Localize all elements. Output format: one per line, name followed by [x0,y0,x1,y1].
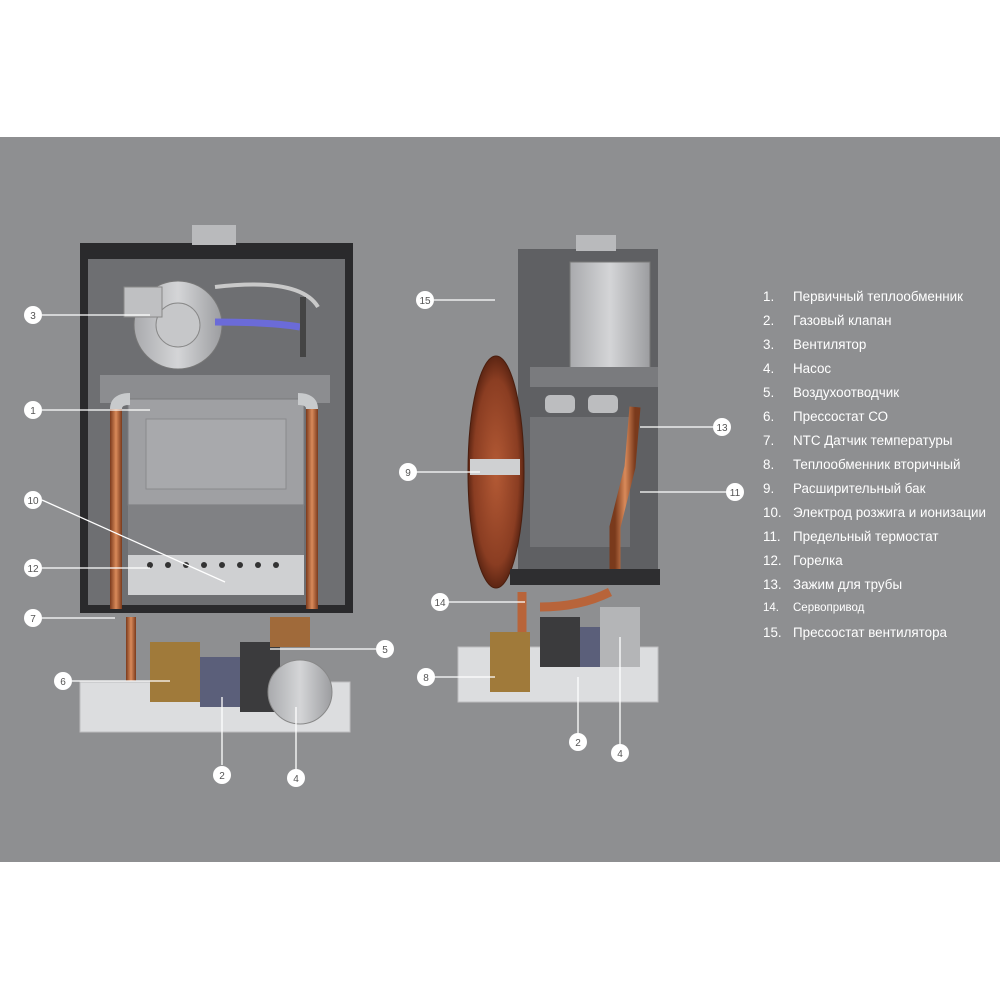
legend-label: NTC Датчик температуры [793,433,953,448]
callout-label: 14 [434,598,446,609]
callout-label: 1 [30,406,36,417]
legend-item: 1. Первичный теплообменник [763,288,998,305]
legend-label: Зажим для трубы [793,577,903,592]
callout-side-11: 11 [726,483,744,501]
legend-label: Прессостат вентилятора [793,625,947,640]
callout-label: 2 [219,771,225,782]
legend-number: 1. [763,289,775,304]
side-view [457,235,660,703]
legend-number: 12. [763,553,782,568]
callout-label: 11 [730,488,741,499]
legend-label: Сервопривод [793,602,865,614]
front-view [79,225,353,733]
callout-side-9: 9 [399,463,417,481]
flue-top [192,225,236,245]
component-legend: 1. Первичный теплообменник 2. Газовый клап… [763,288,998,648]
legend-number: 9. [763,481,775,496]
callout-front-6: 6 [54,672,72,690]
legend-number: 15. [763,625,782,640]
callout-label: 5 [382,645,388,656]
legend-item: 6. Прессостат СО [763,408,998,425]
callout-label: 4 [293,774,299,785]
legend-item: 5. Воздухоотводчик [763,384,998,401]
legend-number: 2. [763,313,775,328]
callout-front-1: 1 [24,401,42,419]
legend-item: 8. Теплообменник вторичный [763,456,998,473]
legend-number: 11. [763,529,781,544]
callout-front-12: 12 [24,559,42,577]
legend-item: 3. Вентилятор [763,336,998,353]
legend-item: 11. Предельный термостат [763,528,998,545]
legend-label: Насос [793,361,832,376]
legend-item: 9. Расширительный бак [763,480,998,497]
callout-front-4: 4 [287,769,305,787]
callout-label: 9 [405,468,411,479]
callout-label: 15 [419,296,431,307]
pump [267,659,333,725]
legend-label: Теплообменник вторичный [793,457,961,472]
legend-item: 4. Насос [763,360,998,377]
legend-number: 3. [763,337,775,352]
callout-side-15: 15 [416,291,434,309]
legend-item: 12. Горелка [763,552,998,569]
legend-number: 5. [763,385,775,400]
side-fan [569,261,651,373]
legend-label: Вентилятор [793,337,867,352]
legend-label: Воздухоотводчик [793,385,900,400]
callout-label: 8 [423,673,429,684]
legend-label: Расширительный бак [793,481,926,496]
callout-label: 7 [30,614,36,625]
burner [128,555,304,595]
legend-number: 7. [763,433,775,448]
callout-label: 13 [716,423,728,434]
legend-label: Электрод розжига и ионизации [793,505,987,520]
callout-side-2: 2 [569,733,587,751]
callout-label: 10 [27,496,39,507]
callout-side-13: 13 [713,418,731,436]
legend-item: 14. Сервопривод [763,600,998,617]
callout-label: 3 [30,311,36,322]
legend-label: Первичный теплообменник [793,289,964,304]
callout-label: 4 [617,749,623,760]
legend-label: Горелка [793,553,843,568]
callout-front-3: 3 [24,306,42,324]
boiler-illustration: 3 1 10 12 7 6 [24,225,744,787]
callout-label: 2 [575,738,581,749]
diagram-panel: 3 1 10 12 7 6 [0,137,1000,862]
callout-front-10: 10 [24,491,42,509]
callout-label: 6 [60,677,66,688]
legend-number: 14. [763,602,779,614]
legend-number: 6. [763,409,775,424]
callout-front-2: 2 [213,766,231,784]
legend-number: 10. [763,505,782,520]
legend-label: Газовый клапан [793,313,892,328]
legend-item: 10. Электрод розжига и ионизации [763,504,998,521]
legend-item: 13. Зажим для трубы [763,576,998,593]
callouts: 3 1 10 12 7 6 [24,291,744,787]
legend-item: 2. Газовый клапан [763,312,998,329]
callout-lines [41,299,735,778]
callout-label: 12 [27,564,39,575]
legend-number: 13. [763,577,782,592]
callout-side-8: 8 [417,668,435,686]
callout-front-7: 7 [24,609,42,627]
callout-side-14: 14 [431,593,449,611]
callout-front-5: 5 [376,640,394,658]
callout-side-4: 4 [611,744,629,762]
legend-item: 7. NTC Датчик температуры [763,432,998,449]
legend-item: 15. Прессостат вентилятора [763,624,998,641]
legend-label: Предельный термостат [793,529,939,544]
legend-number: 4. [763,361,775,376]
legend-label: Прессостат СО [793,409,888,424]
legend-number: 8. [763,457,775,472]
